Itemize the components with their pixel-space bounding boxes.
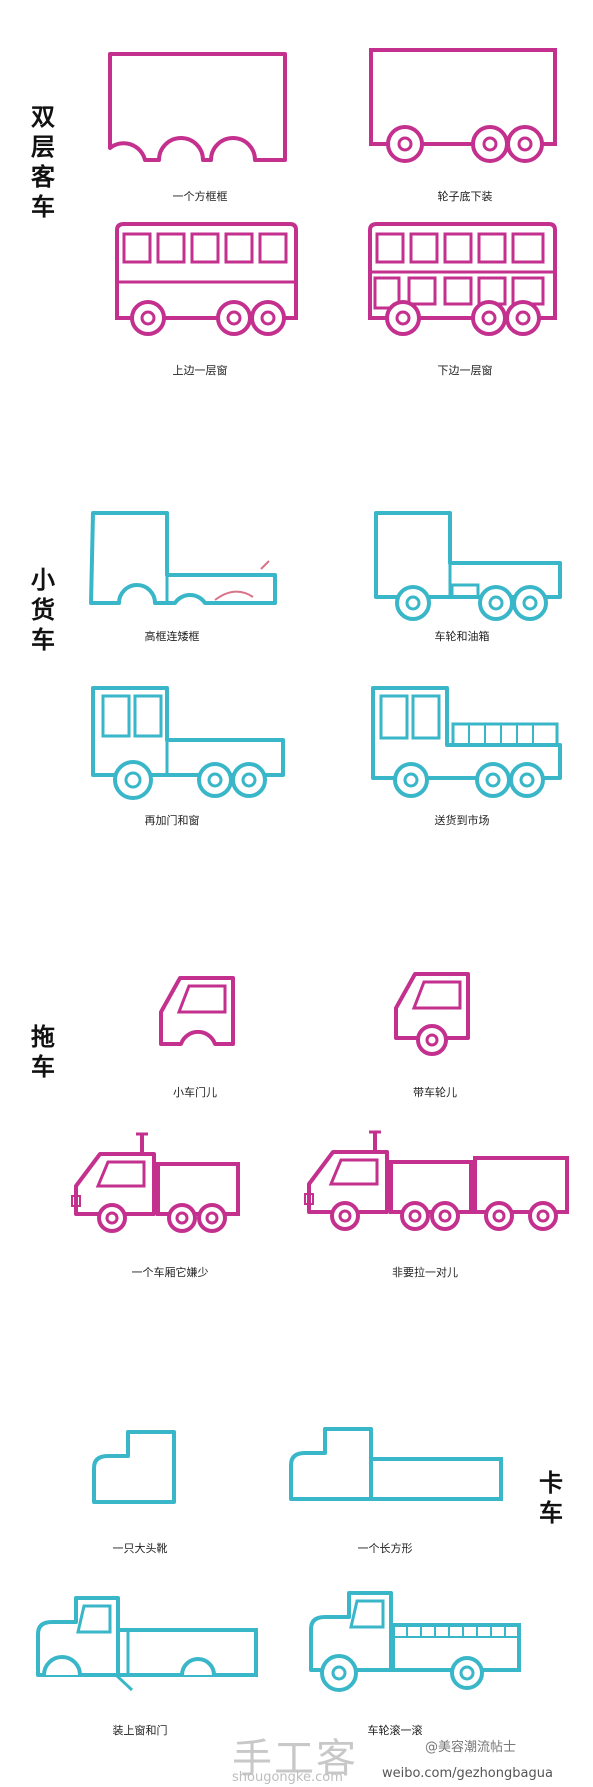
bus-step-4-drawing — [368, 222, 557, 336]
bus-step-2-drawing — [369, 48, 557, 163]
title-char: 车 — [31, 626, 55, 654]
bus-caption-2: 轮子底下装 — [437, 190, 493, 203]
bus-step-1-drawing — [108, 52, 287, 162]
truck-caption-2: 车轮和油箱 — [434, 630, 490, 643]
truck-caption-3: 再加门和窗 — [144, 814, 200, 827]
title-char: 层 — [31, 133, 55, 161]
lorry-step-1-drawing — [92, 1430, 176, 1504]
trailer-step-2-drawing — [394, 972, 470, 1056]
title-char: 小 — [31, 566, 55, 594]
trailer-caption-4: 非要拉一对儿 — [392, 1266, 458, 1279]
lorry-step-3-drawing — [36, 1596, 258, 1692]
bus-step-3-drawing — [115, 222, 298, 336]
section-title-trailer: 拖车 — [28, 1022, 58, 1082]
title-char: 双 — [31, 103, 55, 131]
lorry-caption-4: 车轮滚一滚 — [367, 1724, 423, 1737]
section-title-lorry: 卡车 — [536, 1468, 566, 1528]
bus-caption-3: 上边一层窗 — [172, 364, 228, 377]
trailer-caption-2: 带车轮儿 — [413, 1086, 457, 1099]
title-char: 双层客车 — [28, 102, 58, 222]
truck-caption-4: 送货到市场 — [434, 814, 490, 827]
lorry-step-2-drawing — [289, 1427, 503, 1501]
lorry-caption-1: 一只大头靴 — [112, 1542, 168, 1555]
trailer-caption-3: 一个车厢它嫌少 — [131, 1266, 209, 1279]
title-char: 货 — [31, 596, 55, 624]
truck-step-4-drawing — [371, 686, 562, 798]
weibo-handle: @美容潮流帖士 — [425, 1740, 517, 1755]
section-title-truck: 小货车 — [28, 565, 58, 655]
bus-caption-4: 下边一层窗 — [437, 364, 493, 377]
watermark-url: shougongke.com — [232, 1770, 343, 1785]
bus-caption-1: 一个方框框 — [172, 190, 228, 203]
lorry-caption-3: 装上窗和门 — [112, 1724, 168, 1737]
weibo-url: weibo.com/gezhongbagua — [382, 1766, 553, 1781]
title-char: 车 — [31, 1053, 55, 1081]
truck-step-1-drawing — [89, 511, 277, 605]
watermark-logo: 手工客 — [232, 1736, 358, 1782]
truck-step-3-drawing — [91, 686, 285, 800]
title-char: 卡 — [539, 1469, 563, 1497]
title-char: 客 — [31, 163, 55, 191]
title-char: 拖 — [31, 1023, 55, 1051]
lorry-caption-2: 一个长方形 — [357, 1542, 413, 1555]
truck-step-2-drawing — [374, 511, 562, 621]
lorry-step-4-drawing — [309, 1591, 521, 1692]
section-title-bus: 双层客车 — [28, 102, 58, 222]
trailer-caption-1: 小车门儿 — [173, 1086, 217, 1099]
title-char: 车 — [539, 1499, 563, 1527]
trailer-step-1-drawing — [159, 976, 235, 1046]
trailer-step-3-drawing — [71, 1132, 240, 1233]
trailer-step-4-drawing — [304, 1130, 569, 1231]
title-char: 车 — [31, 193, 55, 221]
truck-caption-1: 高框连矮框 — [144, 630, 200, 643]
